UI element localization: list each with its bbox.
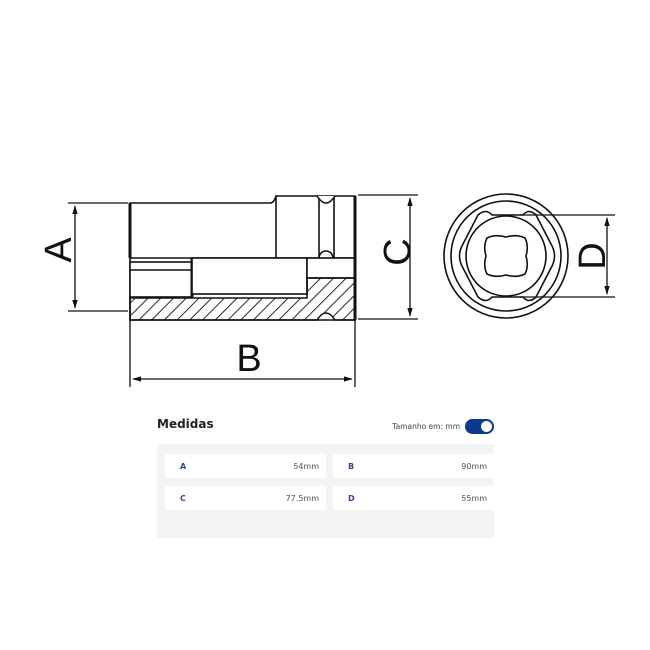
measures-grid: A 54mm B 90mm C 77.5mm D 55mm xyxy=(157,444,494,538)
dimension-b xyxy=(129,320,356,387)
side-view xyxy=(128,195,357,321)
dimension-c xyxy=(358,194,418,320)
measure-cell-a: A 54mm xyxy=(165,454,326,478)
measure-value: 90mm xyxy=(461,461,487,471)
dimension-label-b: B xyxy=(236,338,261,380)
unit-toggle[interactable] xyxy=(465,419,494,434)
unit-label: Tamanho em: mm xyxy=(392,422,460,431)
socket-technical-drawing: A B C D xyxy=(38,193,615,387)
measure-key: B xyxy=(348,461,355,471)
measure-value: 55mm xyxy=(461,493,487,503)
front-view xyxy=(443,193,569,319)
measure-value: 54mm xyxy=(293,461,319,471)
measure-key: D xyxy=(348,493,355,503)
measures-title: Medidas xyxy=(157,417,214,431)
toggle-knob xyxy=(481,421,492,432)
measure-key: A xyxy=(180,461,187,471)
dimension-a xyxy=(68,202,128,312)
dimension-label-d: D xyxy=(572,242,614,269)
dimension-label-c: C xyxy=(377,238,419,265)
dimension-label-a: A xyxy=(38,237,80,263)
measure-cell-b: B 90mm xyxy=(333,454,494,478)
dimension-d xyxy=(520,214,615,298)
measure-cell-c: C 77.5mm xyxy=(165,486,326,510)
measure-cell-d: D 55mm xyxy=(333,486,494,510)
measure-key: C xyxy=(180,493,186,503)
unit-selector: Tamanho em: mm xyxy=(392,419,494,434)
measure-value: 77.5mm xyxy=(285,493,319,503)
